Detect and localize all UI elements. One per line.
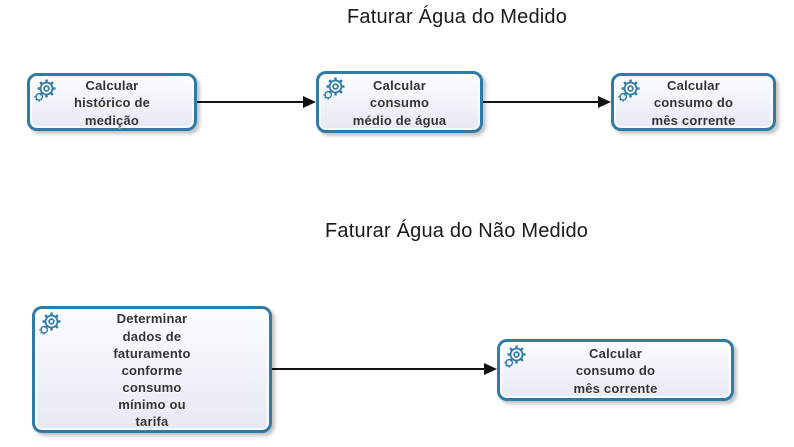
service-gear-icon — [38, 311, 62, 336]
task-label: Calcular consumo do mês corrente — [651, 78, 736, 128]
task-determinar-dados-faturamento[interactable]: Determinar dados de faturamento conforme… — [32, 306, 272, 433]
task-calcular-consumo-mes-corrente-nao-medido[interactable]: Calcular consumo do mês corrente — [497, 339, 734, 401]
task-calcular-historico-medicao[interactable]: Calcular histórico de medição — [27, 73, 197, 131]
arrow-head-icon — [303, 96, 316, 108]
service-gear-icon — [33, 78, 57, 103]
sequence-flow-arrow-3 — [272, 363, 497, 375]
task-calcular-consumo-mes-corrente-medido[interactable]: Calcular consumo do mês corrente — [611, 73, 776, 131]
service-gear-icon — [617, 78, 641, 103]
arrow-line — [197, 101, 304, 103]
sequence-flow-arrow-2 — [483, 96, 611, 108]
sequence-flow-arrow-1 — [197, 96, 316, 108]
task-label: Determinar dados de faturamento conforme… — [113, 311, 191, 430]
task-label: Calcular histórico de medição — [73, 78, 151, 128]
task-calcular-consumo-medio-agua[interactable]: Calcular consumo médio de água — [316, 71, 483, 133]
arrow-line — [272, 368, 485, 370]
section-title-faturar-agua-medido: Faturar Água do Medido — [347, 6, 568, 28]
service-gear-icon — [503, 344, 527, 369]
service-gear-icon — [322, 76, 346, 101]
section-title-faturar-agua-nao-medido: Faturar Água do Não Medido — [325, 220, 589, 242]
arrow-head-icon — [484, 363, 497, 375]
task-label: Calcular consumo médio de água — [352, 78, 447, 128]
arrow-line — [483, 101, 599, 103]
arrow-head-icon — [598, 96, 611, 108]
task-label: Calcular consumo do mês corrente — [573, 346, 658, 396]
